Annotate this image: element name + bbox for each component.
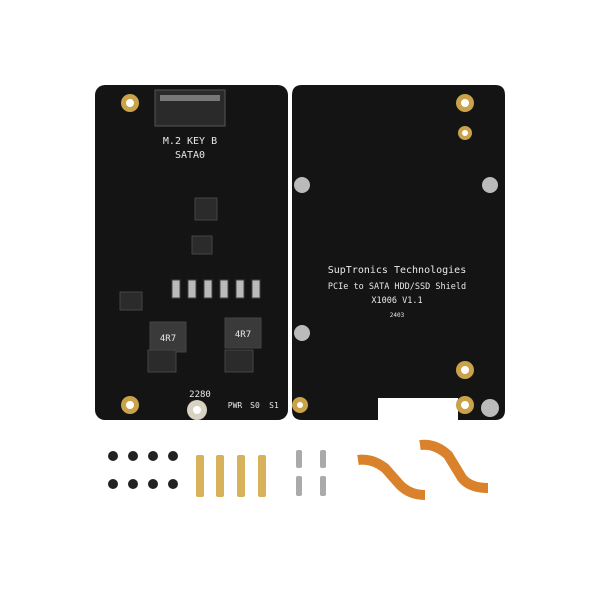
components <box>119 197 262 373</box>
date-code: 2403 <box>390 312 405 319</box>
brand-label: SupTronics Technologies <box>328 265 466 276</box>
flex-cables <box>357 439 489 500</box>
silver-screws <box>296 450 326 496</box>
led-label-s0: S0 <box>250 401 260 410</box>
mounting-holes <box>121 94 499 420</box>
inductor-label-2: 4R7 <box>235 330 251 340</box>
brass-standoffs <box>196 455 266 497</box>
model-label: X1006 V1.1 <box>371 296 422 306</box>
size-label: 2280 <box>189 390 211 400</box>
port-label: SATA0 <box>175 150 205 161</box>
inductor-label-1: 4R7 <box>160 334 176 344</box>
product-label: PCIe to SATA HDD/SSD Shield <box>328 282 466 292</box>
screws <box>108 451 178 489</box>
slot-label: M.2 KEY B <box>163 136 217 147</box>
right-pcb <box>292 85 505 420</box>
led-label-pwr: PWR <box>228 401 243 410</box>
led-label-s1: S1 <box>269 401 279 410</box>
